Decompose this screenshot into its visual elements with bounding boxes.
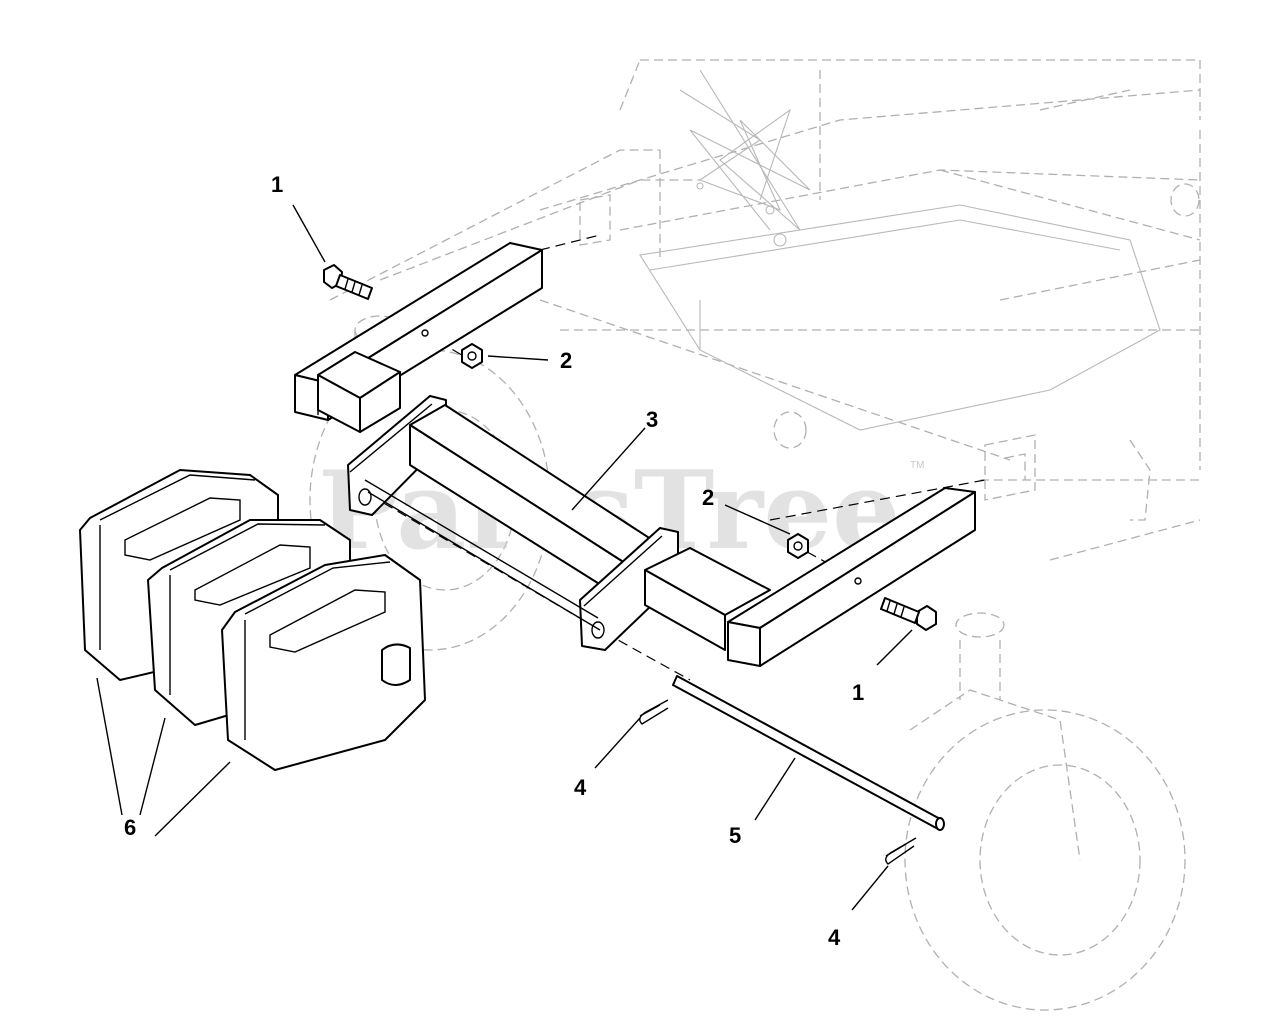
nut-upper [461, 343, 483, 369]
callout-4-upper: 4 [574, 775, 587, 800]
hairpin-upper [639, 699, 669, 725]
seat-deck-ghost [639, 204, 1161, 431]
leader-lines [96, 204, 913, 911]
nut-lower [787, 533, 809, 559]
callout-5: 5 [729, 823, 741, 848]
callout-1-upper: 1 [271, 172, 283, 197]
callout-6: 6 [124, 815, 136, 840]
callout-2-lower: 2 [702, 485, 714, 510]
callout-4-lower: 4 [828, 925, 841, 950]
frame-mount-rect-ghost [579, 183, 1200, 521]
callout-1-lower: 1 [852, 680, 864, 705]
mower-frame-ghost [329, 59, 1201, 561]
weight-rod [672, 675, 945, 831]
weight-bracket [294, 242, 976, 667]
bolt-upper-left [323, 264, 373, 300]
callout-3: 3 [646, 407, 658, 432]
callout-2-upper: 2 [560, 348, 572, 373]
caster-wheel-ghost [904, 612, 1186, 1011]
control-linkage-ghost [679, 69, 811, 247]
watermark-trademark: TM [910, 460, 924, 471]
bolt-lower-right [880, 597, 937, 631]
hairpin-lower [885, 837, 917, 865]
suitcase-weight-front [221, 554, 426, 771]
callout-labels: 1 1 2 2 3 4 4 5 6 [124, 172, 864, 950]
